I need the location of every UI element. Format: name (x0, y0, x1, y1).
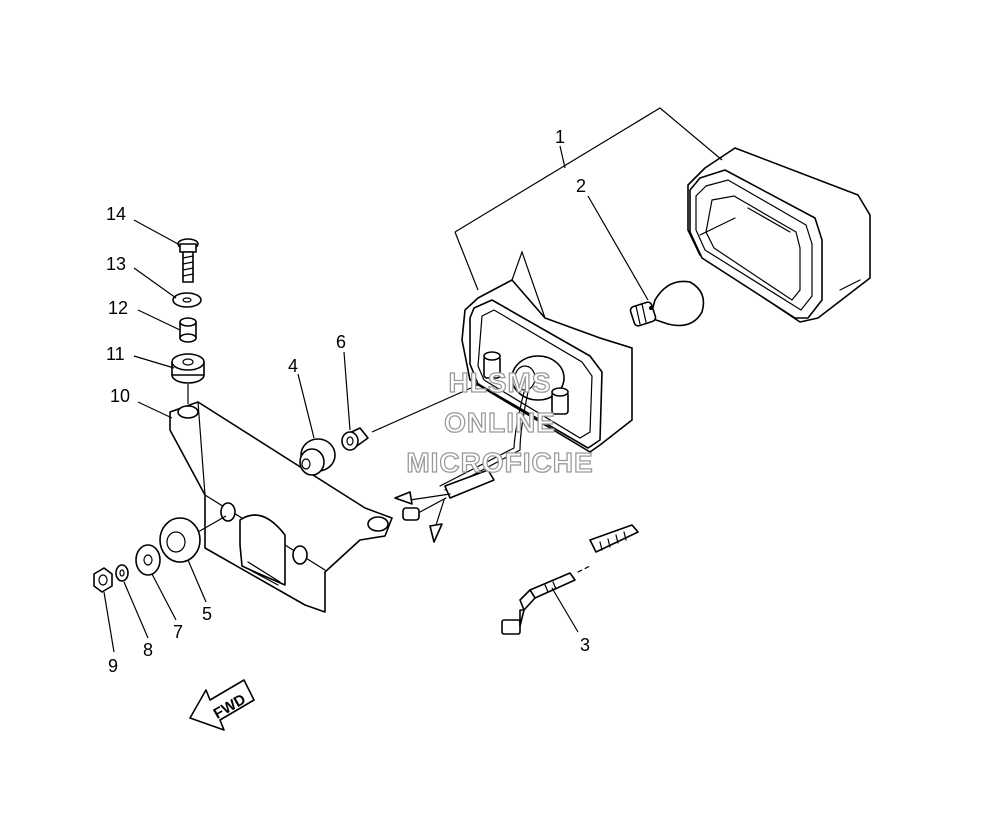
callout-9: 9 (108, 656, 118, 676)
collar (341, 427, 369, 451)
stack-collar (179, 317, 197, 343)
watermark-line-2: ONLINE (444, 407, 556, 438)
tail-light-housing (461, 250, 633, 453)
damper (159, 517, 201, 563)
leader-lines (103, 107, 723, 653)
callout-11: 11 (106, 344, 125, 364)
callout-12: 12 (108, 298, 128, 318)
callout-1: 1 (555, 127, 565, 147)
wire-harness (394, 391, 529, 543)
watermark-line-3: MICROFICHE (406, 447, 593, 478)
nut (93, 567, 113, 593)
mounting-bracket (169, 401, 393, 613)
grommet (299, 438, 336, 476)
forward-direction-arrow: FWD (189, 679, 255, 731)
cable-tie (501, 524, 639, 635)
callout-8: 8 (143, 640, 153, 660)
callout-6: 6 (336, 332, 346, 352)
stack-washer (172, 292, 202, 308)
callout-2: 2 (576, 176, 586, 196)
watermark-line-1: HLSMS (449, 367, 552, 398)
callout-7: 7 (173, 622, 183, 642)
washer (135, 544, 161, 576)
watermark: HLSMS ONLINE MICROFICHE (406, 366, 594, 478)
lock-washer (115, 564, 129, 582)
tail-light-lens (687, 147, 871, 323)
stack-bolt (177, 238, 199, 283)
stack-grommet (171, 353, 205, 384)
bulb (629, 280, 705, 327)
callout-13: 13 (106, 254, 126, 274)
callout-5: 5 (202, 604, 212, 624)
callout-10: 10 (110, 386, 130, 406)
callout-4: 4 (288, 356, 298, 376)
callout-14: 14 (106, 204, 126, 224)
callout-labels: 1 2 3 4 5 6 7 8 9 10 11 12 13 14 (106, 127, 590, 676)
callout-3: 3 (580, 635, 590, 655)
